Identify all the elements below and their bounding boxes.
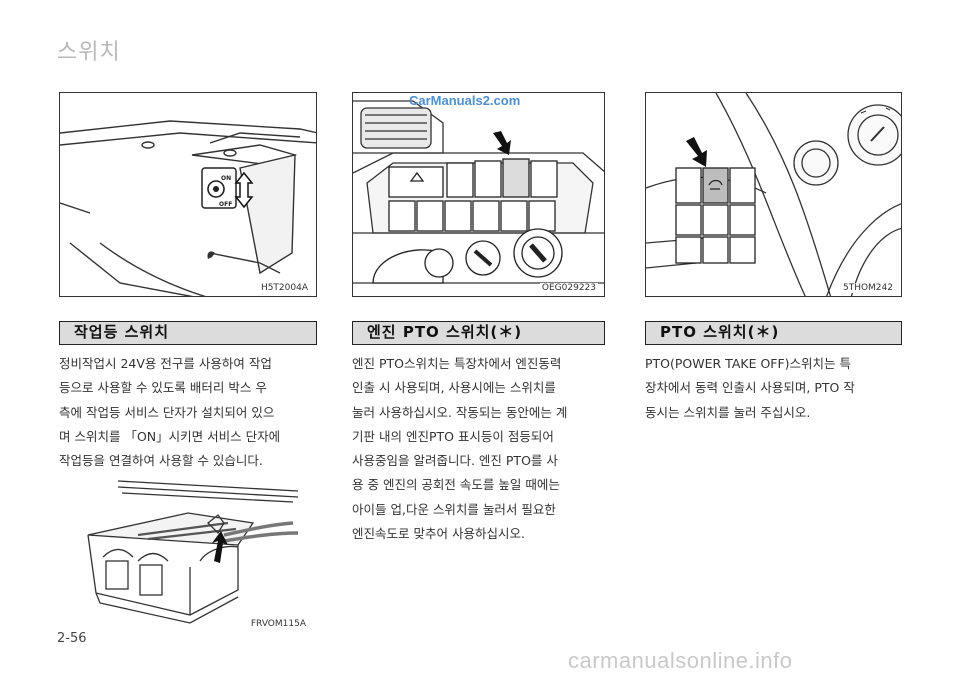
text-line: 며 스위치를 「ON」시키면 서비스 단자에	[59, 428, 281, 444]
text-line: 작업등을 연결하여 사용할 수 있습니다.	[59, 453, 263, 469]
engine-pto-illustration	[353, 100, 604, 284]
text-line: 아이들 업,다운 스위치를 눌러서 필요한	[352, 501, 556, 517]
pto-switch-cluster	[675, 167, 756, 264]
section-heading-pto: PTO 스위치(＊)	[645, 321, 902, 345]
section-body-work-light: 정비작업시 24V용 전구를 사용하여 작업 등으로 사용할 수 있도록 배터리…	[59, 352, 317, 473]
pointer-arrow-icon	[493, 131, 511, 155]
text-line: 측에 작업등 서비스 단자가 설치되어 있으	[59, 404, 275, 420]
watermark-bottom: carmanualsonline.info	[568, 648, 793, 673]
hvac-knobs	[372, 228, 563, 284]
text-line: 엔진 PTO스위치는 특장차에서 엔진동력	[352, 356, 562, 371]
pointer-arrow-icon	[212, 531, 228, 563]
page-number: 2-56	[57, 631, 87, 646]
section-body-engine-pto: 엔진 PTO스위치는 특장차에서 엔진동력 인출 시 사용되며, 사용시에는 스…	[352, 352, 605, 546]
battery-box-illustration	[87, 480, 299, 624]
text-line: 등으로 사용할 수 있도록 배터리 박스 우	[59, 380, 267, 396]
text-line: 엔진속도로 맞추어 사용하십시오.	[352, 526, 525, 542]
figure-code: 5THOM242	[840, 283, 895, 293]
figure-code: OEG029223	[539, 283, 598, 293]
text-line: 정비작업시 24V용 전구를 사용하여 작업	[59, 356, 272, 371]
section-heading-work-light: 작업등 스위치	[59, 321, 317, 345]
figure-engine-pto-switch: CarManuals2.com OEG029223	[352, 92, 605, 297]
figure-code: H5T2004A	[258, 283, 310, 293]
double-arrow-icon	[234, 171, 254, 209]
text-line: 동시는 스위치를 눌러 주십시오.	[645, 404, 811, 420]
text-line: PTO(POWER TAKE OFF)스위치는 특	[645, 356, 852, 371]
figure-battery-box: FRVOM115A	[78, 475, 310, 627]
text-line: 기판 내의 엔진PTO 표시등이 점등되어	[352, 428, 554, 444]
work-light-illustration: ON OFF	[60, 120, 316, 296]
switch-off-label: OFF	[219, 201, 232, 208]
work-light-switch: ON OFF	[201, 167, 237, 209]
switch-row-top	[388, 158, 558, 198]
section-heading-engine-pto: 엔진 PTO 스위치(＊)	[352, 321, 605, 345]
text-line: 사용중임을 알려줍니다. 엔진 PTO를 사	[352, 453, 558, 469]
watermark-top: CarManuals2.com	[409, 93, 521, 108]
figure-code: FRVOM115A	[248, 619, 308, 627]
figure-pto-switch: 5THOM242	[645, 92, 902, 297]
switch-row-bottom	[388, 200, 556, 232]
pto-illustration	[646, 93, 901, 296]
text-line: 용 중 엔진의 공회전 속도를 높일 때에는	[352, 477, 560, 493]
section-body-pto: PTO(POWER TAKE OFF)스위치는 특 장차에서 동력 인출시 사용…	[645, 352, 902, 425]
figure-work-light-switch: ON OFF H5T2004A	[59, 92, 317, 297]
text-line: 장차에서 동력 인출시 사용되며, PTO 작	[645, 380, 855, 396]
text-line: 인출 시 사용되며, 사용시에는 스위치를	[352, 380, 556, 396]
switch-on-label: ON	[221, 175, 231, 182]
pointer-arrow-icon	[686, 137, 707, 167]
text-line: 눌러 사용하십시오. 작동되는 동안에는 계	[352, 404, 568, 420]
page-title: 스위치	[57, 40, 121, 65]
